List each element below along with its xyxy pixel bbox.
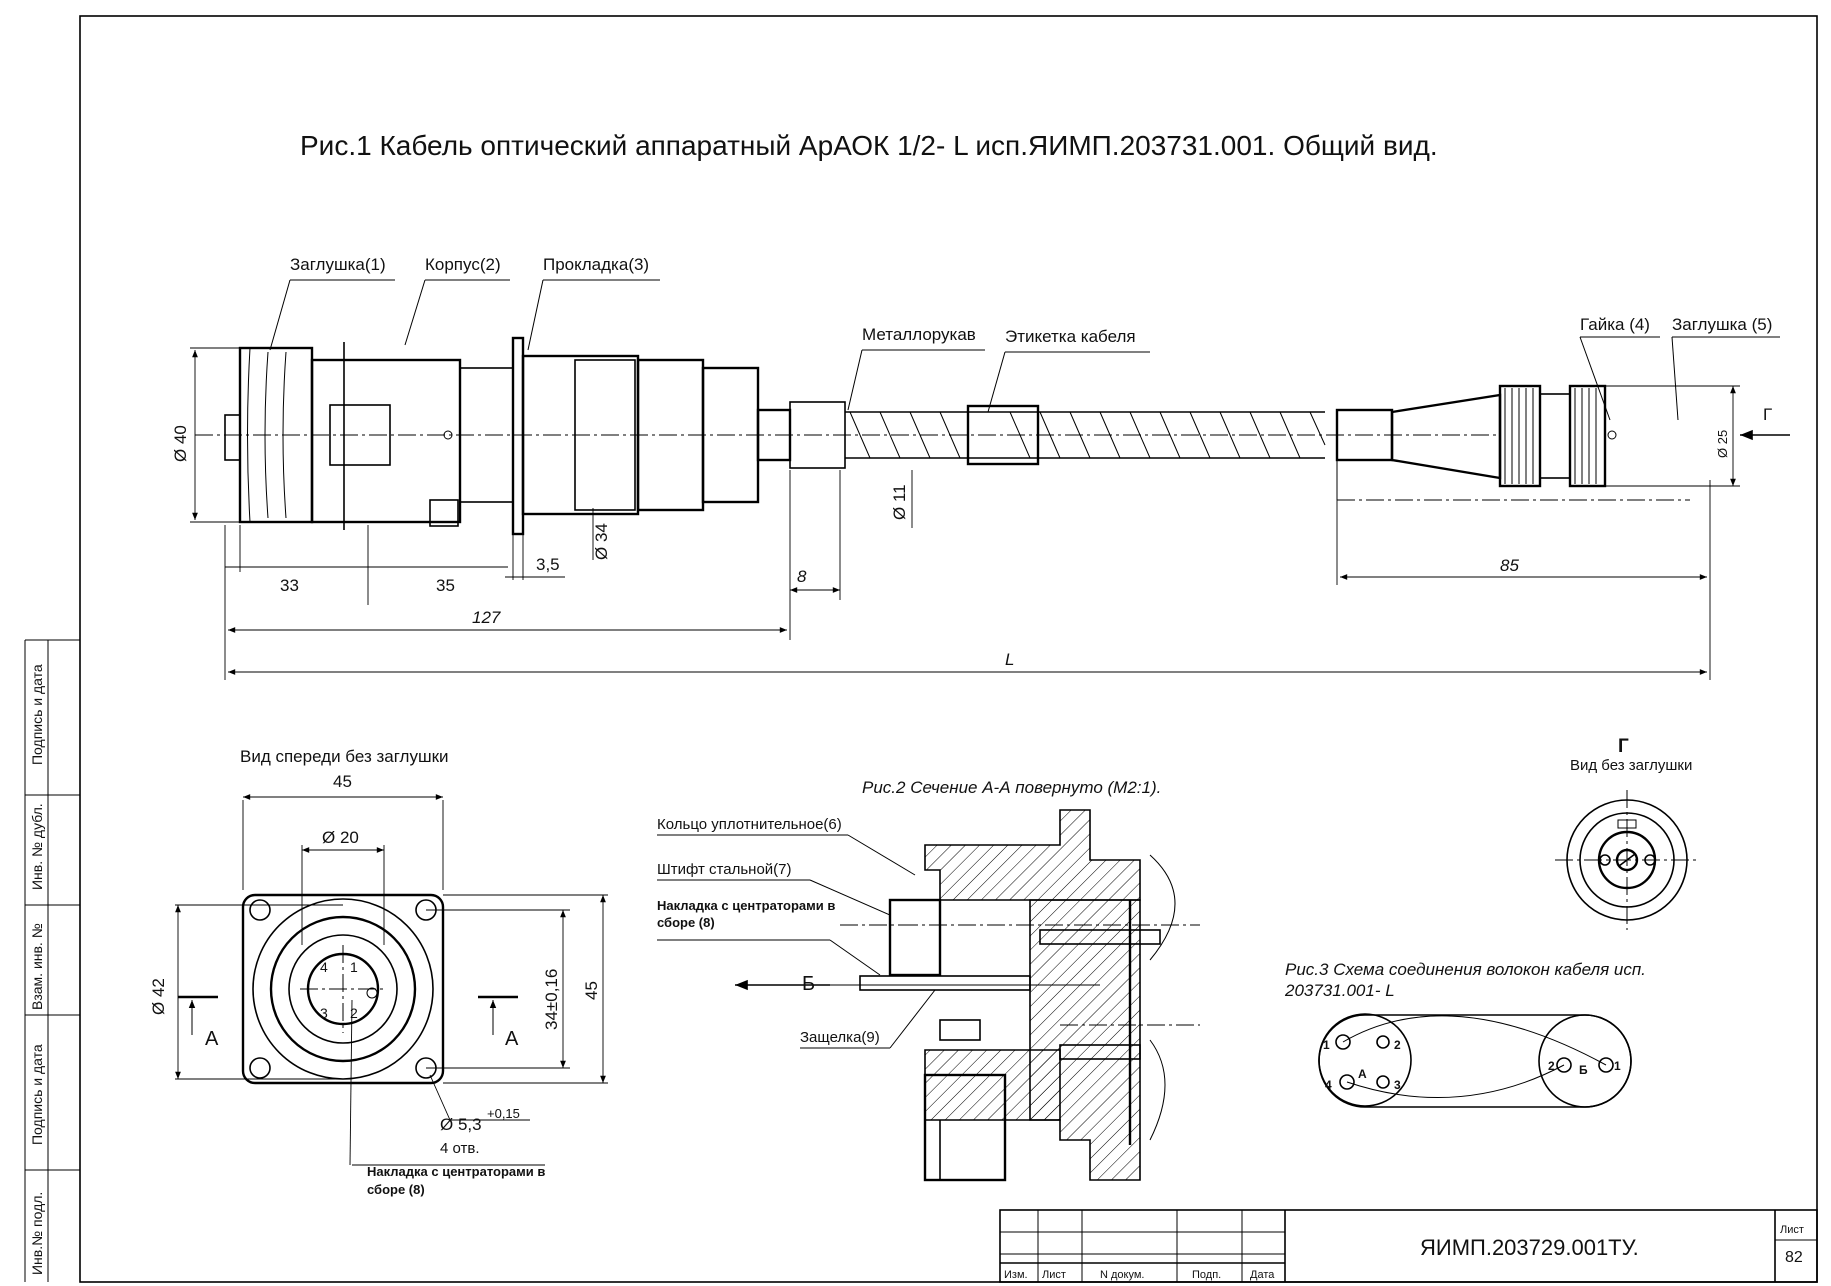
front-dim-45: 45 <box>333 772 352 791</box>
front-hole-dim: Ø 5,3 <box>440 1115 482 1134</box>
scheme-left-pin-1: 1 <box>1323 1038 1330 1052</box>
front-dim-d20: Ø 20 <box>322 828 359 847</box>
dim-d40: Ø 40 <box>171 425 190 462</box>
tb-col-doc: N докум. <box>1100 1269 1144 1281</box>
front-dim-34: 34±0,16 <box>542 969 561 1030</box>
section-pin-label: Штифт стальной(7) <box>657 861 792 878</box>
title-block: Изм. Лист N докум. Подп. Дата ЯИМП.20372… <box>999 1209 1818 1283</box>
callout-plug5: Заглушка (5) <box>1672 315 1772 334</box>
scheme-right-label: Б <box>1579 1063 1588 1077</box>
dim-35: 35 <box>436 576 455 595</box>
section-a-right: А <box>505 1028 519 1050</box>
dim-85: 85 <box>1500 556 1519 575</box>
callout-plug1: Заглушка(1) <box>290 255 386 274</box>
page-title: Рис.1 Кабель оптический аппаратный АрАОК… <box>300 130 1438 161</box>
front-overlay-label-2: сборе (8) <box>367 1182 425 1197</box>
front-dim-d42: Ø 42 <box>149 978 168 1015</box>
pin-3: 3 <box>320 1005 328 1021</box>
dim-127: 127 <box>472 608 501 627</box>
section-title: Рис.2 Сечение А-А повернуто (М2:1). <box>862 778 1161 797</box>
sidebar-label-dup: Инв. № дубл. <box>29 803 45 890</box>
dim-d34: Ø 34 <box>592 523 611 560</box>
dim-33: 33 <box>280 576 299 595</box>
dim-L: L <box>1005 650 1014 669</box>
tb-col-date: Дата <box>1250 1269 1275 1281</box>
dim-3-5: 3,5 <box>536 555 560 574</box>
front-dim-h45: 45 <box>582 981 601 1000</box>
pin-4: 4 <box>320 959 328 975</box>
scheme-title: Рис.3 Схема соединения волокон кабеля ис… <box>1285 960 1646 979</box>
sidebar-labels: Подпись и дата Инв. № дубл. Взам. инв. №… <box>29 664 45 1275</box>
scheme-left-pin-3: 3 <box>1394 1078 1401 1092</box>
section-latch-label: Защелка(9) <box>800 1029 880 1046</box>
section-view-b: Б <box>802 973 815 995</box>
tb-doc-number: ЯИМП.203729.001ТУ. <box>1420 1235 1639 1260</box>
dim-8: 8 <box>797 567 807 586</box>
sidebar-label-orig: Инв.№ подл. <box>29 1192 45 1275</box>
front-overlay-label: Накладка с центраторами в <box>367 1164 545 1179</box>
tb-sheet-label: Лист <box>1780 1224 1804 1236</box>
front-view: Вид спереди без заглушки 1 2 3 4 А А 45 <box>149 747 608 1197</box>
callout-nut4: Гайка (4) <box>1580 315 1650 334</box>
view-g: Г Вид без заглушки <box>1555 736 1700 930</box>
front-holes-count: 4 отв. <box>440 1140 480 1157</box>
dimensions: Ø 40 Ø 11 Ø 34 Ø 25 Г 33 35 3,5 8 127 85… <box>171 347 1790 680</box>
pin-1: 1 <box>350 959 358 975</box>
callout-body2: Корпус(2) <box>425 255 501 274</box>
sidebar-label-sign2: Подпись и дата <box>29 1044 45 1145</box>
view-g-title: Вид без заглушки <box>1570 757 1692 774</box>
callouts: Заглушка(1) Корпус(2) Прокладка(3) Метал… <box>269 255 1780 421</box>
tb-col-list: Лист <box>1042 1269 1066 1281</box>
section-a-left: А <box>205 1028 219 1050</box>
dim-d25: Ø 25 <box>1715 430 1730 458</box>
sidebar-label-repl: Взам. инв. № <box>29 923 45 1010</box>
fiber-scheme: Рис.3 Схема соединения волокон кабеля ис… <box>1284 960 1646 1108</box>
scheme-title-2: 203731.001- L <box>1284 981 1395 1000</box>
scheme-right-pin-2: 2 <box>1548 1059 1555 1073</box>
callout-gasket3: Прокладка(3) <box>543 255 649 274</box>
metal-hose-coil <box>845 411 1326 459</box>
scheme-right-pin-1: 1 <box>1614 1059 1621 1073</box>
section-overlay-label: Накладка с центраторами в <box>657 898 835 913</box>
scheme-left-pin-2: 2 <box>1394 1038 1401 1052</box>
tb-col-izm: Изм. <box>1004 1269 1028 1281</box>
callout-metal-hose: Металлорукав <box>862 325 976 344</box>
view-g-letter: Г <box>1618 736 1629 757</box>
section-ring-label: Кольцо уплотнительное(6) <box>657 816 842 833</box>
sheet-frame <box>24 15 1818 1283</box>
tb-col-sign: Подп. <box>1192 1269 1221 1281</box>
section-aa: Рис.2 Сечение А-А повернуто (М2:1). Б Ко… <box>657 778 1200 1182</box>
section-overlay-label-2: сборе (8) <box>657 915 715 930</box>
front-hole-tol: +0,15 <box>487 1106 520 1121</box>
front-view-title: Вид спереди без заглушки <box>240 747 449 766</box>
pin-2: 2 <box>350 1005 358 1021</box>
scheme-left-label: А <box>1358 1067 1367 1081</box>
sidebar-label-sign1: Подпись и дата <box>29 664 45 765</box>
dim-d11: Ø 11 <box>890 484 909 520</box>
tb-sheet-number: 82 <box>1785 1249 1803 1266</box>
scheme-left-pin-4: 4 <box>1325 1078 1332 1092</box>
main-assembly-view <box>195 336 1690 536</box>
callout-cable-label: Этикетка кабеля <box>1005 327 1136 346</box>
arrow-g-label: Г <box>1763 405 1772 424</box>
